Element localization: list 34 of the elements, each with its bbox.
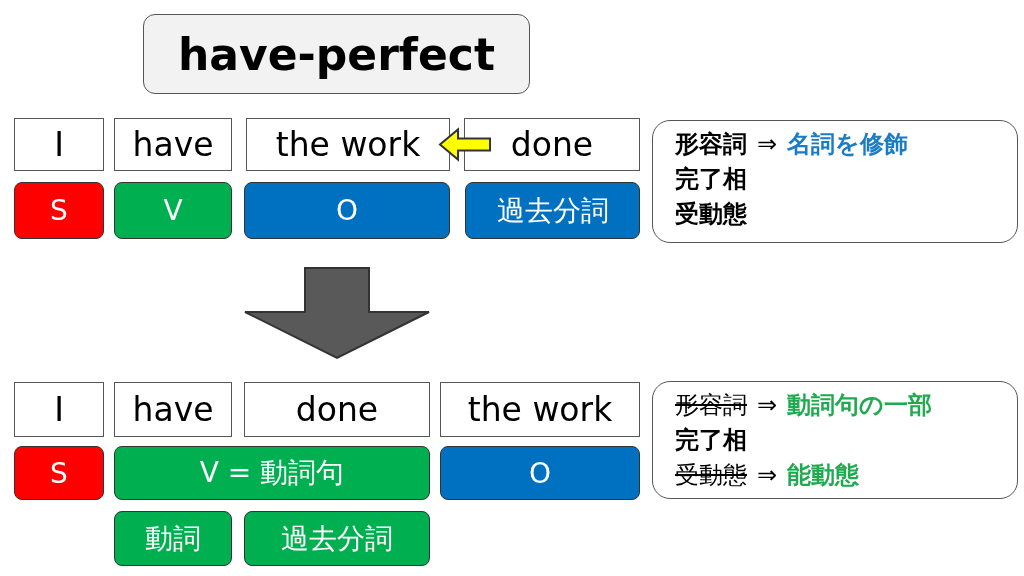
note-text: 完了相 bbox=[675, 165, 747, 193]
word-box: I bbox=[14, 382, 104, 437]
arrow-symbol: ⇒ bbox=[757, 391, 778, 419]
note-box bbox=[652, 381, 1018, 499]
note-text: 完了相 bbox=[675, 426, 747, 454]
struck-text: 受動態 bbox=[675, 461, 747, 489]
arrow bbox=[438, 127, 491, 162]
note-text: 動詞句の一部 bbox=[787, 391, 933, 419]
note-text: 名詞を修飾 bbox=[787, 130, 909, 158]
note-text: 能動態 bbox=[787, 461, 860, 489]
role-label: 動詞 bbox=[114, 511, 232, 566]
role-label: S bbox=[14, 182, 104, 239]
word-box: the work bbox=[246, 118, 450, 171]
word-box: I bbox=[14, 118, 104, 171]
arrow-symbol: ⇒ bbox=[757, 461, 778, 489]
note-box bbox=[652, 120, 1018, 243]
word-box: done bbox=[464, 118, 640, 171]
role-label: O bbox=[244, 182, 450, 239]
word-box: have bbox=[114, 382, 232, 437]
note-text: 形容詞 bbox=[675, 130, 747, 158]
word-box: the work bbox=[440, 382, 640, 437]
role-label: V bbox=[114, 182, 232, 239]
arrow-symbol: ⇒ bbox=[757, 130, 778, 158]
struck-text: 形容詞 bbox=[675, 391, 747, 419]
role-label: V = 動詞句 bbox=[114, 446, 430, 500]
role-label: O bbox=[440, 446, 640, 500]
role-label: 過去分詞 bbox=[244, 511, 430, 566]
role-label: S bbox=[14, 446, 104, 500]
word-box: done bbox=[244, 382, 430, 437]
arrow bbox=[244, 267, 430, 360]
word-box: have bbox=[114, 118, 232, 171]
title: have-perfect bbox=[143, 14, 530, 94]
note-text: 受動態 bbox=[675, 200, 747, 228]
role-label: 過去分詞 bbox=[465, 182, 640, 239]
